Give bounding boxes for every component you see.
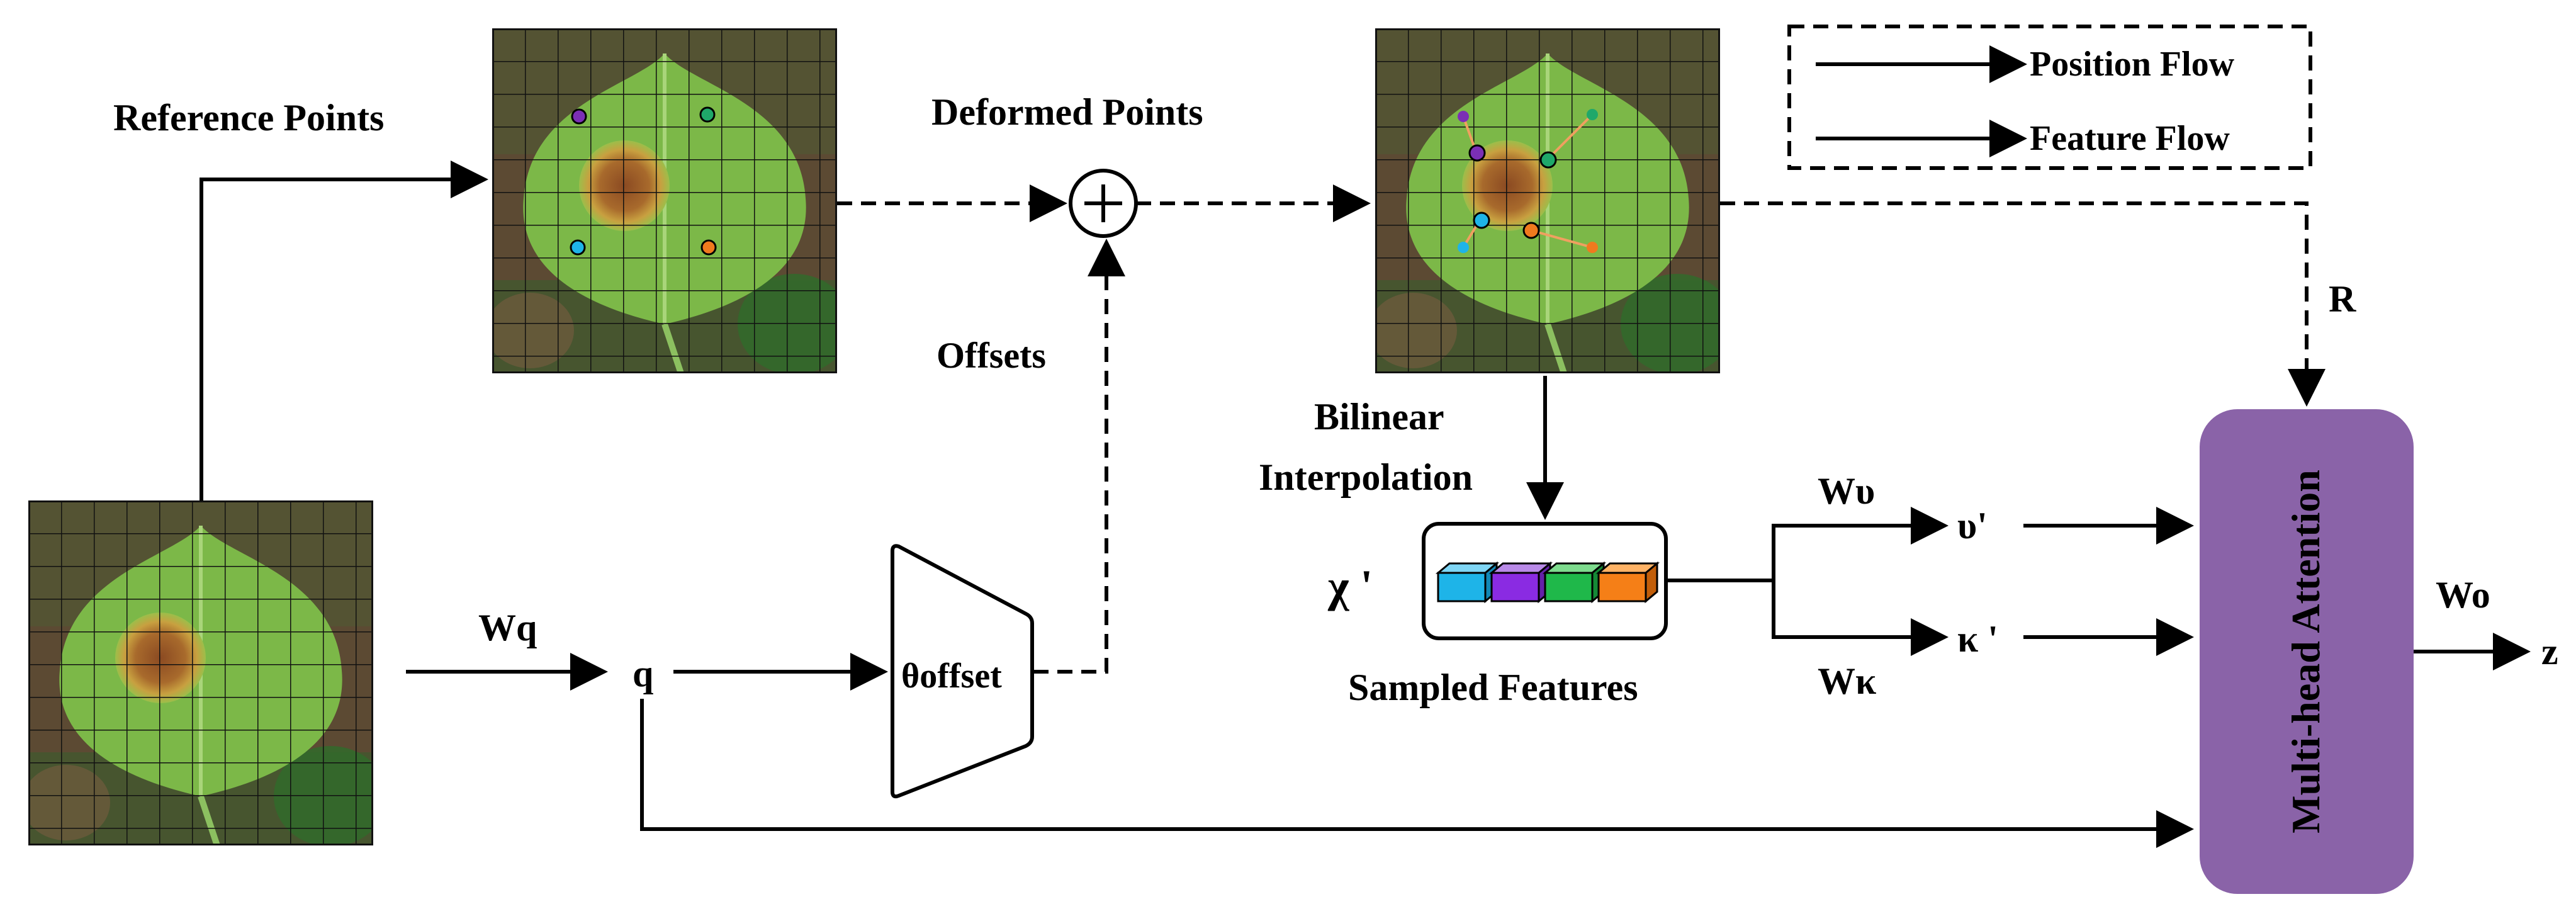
deformed-point-purple (1468, 144, 1486, 162)
plus-circle-icon (1069, 169, 1138, 238)
sampled-feature-blocks (1435, 561, 1660, 604)
wv-branch-arrow (1772, 507, 1949, 636)
position-r-arrow (1720, 201, 2326, 407)
feature-block-purple (1488, 561, 1553, 604)
k-prime-label: κ ' (1957, 618, 1998, 660)
theta-offset-network (891, 544, 1034, 799)
theta-offset-label: θoffset (901, 657, 1002, 696)
deformed-points-label: Deformed Points (931, 91, 1203, 133)
reference-points-image (486, 28, 851, 375)
q-to-attention-arrow (640, 699, 2194, 848)
multi-head-attention-label: Multi-head Attention (2283, 470, 2328, 833)
reference-point-purple (571, 108, 587, 125)
wk-branch-arrow (1772, 526, 1949, 656)
bilinear-label: Bilinear (1314, 396, 1444, 438)
wk-label: Wκ (1818, 660, 1876, 702)
reference-point-orange (700, 239, 717, 256)
r-label: R (2329, 278, 2356, 320)
wq-label: Wq (478, 607, 537, 648)
legend-position-flow: Position Flow (2030, 45, 2235, 84)
offsets-label: Offsets (936, 335, 1046, 376)
feature-block-orange (1595, 561, 1660, 604)
legend-feature-flow: Feature Flow (2030, 119, 2230, 158)
v-prime-label: υ' (1957, 505, 1988, 546)
sampling-point-teal-ref (1587, 109, 1598, 120)
feature-block-cyan (1435, 561, 1500, 604)
wv-label: Wυ (1818, 470, 1875, 512)
deformed-points-image (1369, 28, 1734, 375)
z-label: z (2541, 631, 2558, 672)
q-label: q (633, 653, 653, 694)
reference-points-label: Reference Points (113, 97, 384, 138)
sampling-point-cyan-ref (1458, 242, 1469, 253)
legend: Position Flow Feature Flow (1787, 25, 2312, 170)
deformed-point-teal (1539, 151, 1557, 169)
sampling-point-purple-ref (1458, 111, 1469, 122)
sampling-point-orange-ref (1587, 242, 1598, 253)
deformed-points (1458, 109, 1598, 253)
chi-prime-label: χ ' (1327, 561, 1373, 611)
wo-label: Wo (2436, 574, 2490, 616)
reference-points (570, 106, 717, 256)
input-feature-map-image (22, 500, 387, 847)
interpolation-label: Interpolation (1259, 456, 1473, 498)
feature-block-green (1542, 561, 1607, 604)
deformed-point-orange (1522, 222, 1540, 239)
multi-head-attention-block (2200, 409, 2414, 894)
reference-point-teal (699, 106, 716, 123)
input-to-reference-arrow (200, 161, 488, 500)
sampled-features-label: Sampled Features (1348, 667, 1638, 708)
legend-box (1787, 25, 2312, 170)
reference-point-cyan (570, 239, 586, 256)
dashed-flows (837, 184, 2326, 674)
deformed-point-cyan (1473, 212, 1490, 229)
solid-flows (200, 161, 2531, 848)
offset-to-sum-arrow (1033, 239, 1125, 674)
